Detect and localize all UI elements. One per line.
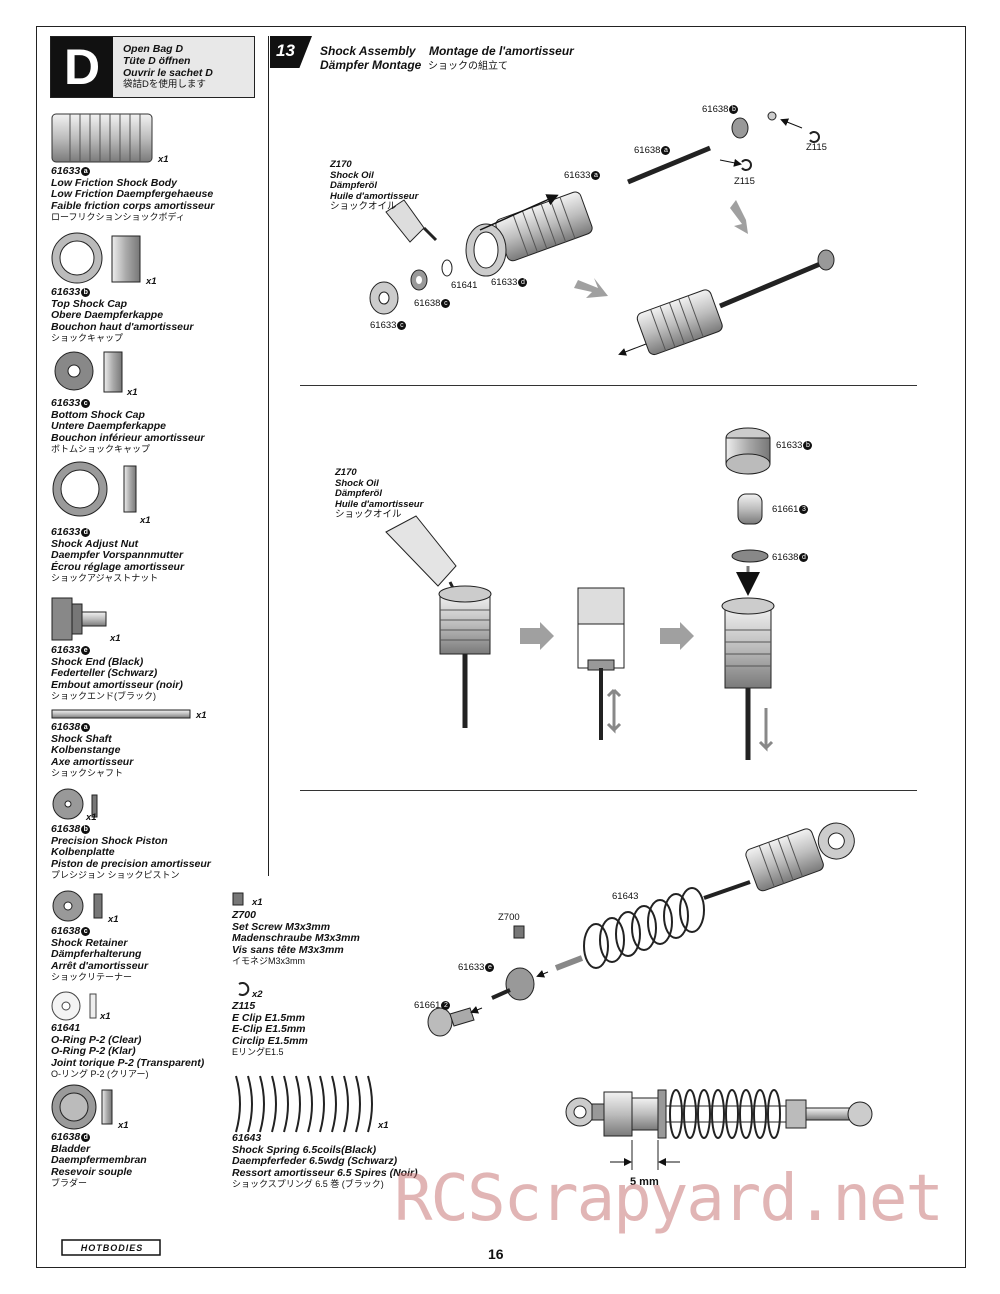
part-badge: b xyxy=(81,825,91,834)
piston-illustration xyxy=(52,788,98,820)
part-qty: x1 xyxy=(158,154,169,165)
callout: 61641 xyxy=(451,280,478,291)
page-frame xyxy=(36,26,966,1268)
callout: 61643 xyxy=(612,891,639,902)
part-badge: c xyxy=(81,399,91,408)
part-badge: a xyxy=(81,167,91,176)
shock-shaft-illustration xyxy=(51,709,191,719)
part-qty: x1 xyxy=(140,515,151,526)
set-screw-illustration xyxy=(232,892,244,906)
hardware-qty: x2 xyxy=(252,989,263,1000)
callout: Z115 xyxy=(806,142,827,153)
part-qty: x1 xyxy=(110,633,121,644)
bladder-illustration xyxy=(51,1084,113,1130)
part-badge: a xyxy=(81,723,91,732)
o-ring-illustration xyxy=(51,991,97,1021)
section-divider xyxy=(300,385,917,386)
callout: Z700 xyxy=(498,912,520,923)
bag-line-fr: Ouvrir le sachet D xyxy=(123,67,213,79)
section-divider xyxy=(300,790,917,791)
e-clip-illustration xyxy=(238,982,250,996)
step-oil-filling xyxy=(385,427,775,760)
part-qty: x1 xyxy=(108,914,119,925)
part-entry: 61641 O-Ring P-2 (Clear) O-Ring P-2 (Kla… xyxy=(51,1022,205,1079)
callout: Z115 xyxy=(734,176,755,187)
bag-line-de: Tüte D öffnen xyxy=(123,55,191,67)
shock-adjust-nut-illustration xyxy=(52,461,137,517)
bag-header: D Open Bag D Tüte D öffnen Ouvrir le sac… xyxy=(50,36,255,98)
part-qty: x1 xyxy=(146,276,157,287)
bag-instructions: Open Bag D Tüte D öffnen Ouvrir le sache… xyxy=(123,43,213,91)
page-number: 16 xyxy=(488,1246,504,1262)
part-badge: d xyxy=(81,1133,91,1142)
bag-line-jp: 袋詰Dを使用します xyxy=(123,79,206,90)
part-badge: b xyxy=(81,288,91,297)
oil-label: Z170 Shock Oil Dämpferöl Huile d'amortis… xyxy=(335,467,424,520)
step-title: Shock Assembly Montage de l'amortisseur … xyxy=(320,44,574,72)
step-spring-assembly xyxy=(427,822,873,1170)
hotbodies-logo: HOTBODIES xyxy=(80,1243,144,1253)
part-qty: x1 xyxy=(86,812,97,823)
dimension-label: 5 mm xyxy=(630,1176,659,1188)
part-badge: c xyxy=(81,927,91,936)
watermark: RCScrapyard.net xyxy=(394,1162,944,1236)
hardware-qty: x1 xyxy=(378,1120,389,1131)
step-top-assembly xyxy=(369,111,835,356)
part-qty: x1 xyxy=(118,1120,129,1131)
bag-line-en: Open Bag D xyxy=(123,43,184,55)
bottom-shock-cap-illustration xyxy=(54,351,123,393)
shock-retainer-illustration xyxy=(52,890,103,922)
hardware-entry: Z115 E Clip E1.5mm E-Clip E1.5mm Circlip… xyxy=(232,1000,308,1057)
hardware-entry: 61643 Shock Spring 6.5coils(Black) Daemp… xyxy=(232,1132,418,1189)
hardware-entry: Z700 Set Screw M3x3mm Madenschraube M3x3… xyxy=(232,909,360,966)
hotbodies-logo-box xyxy=(61,1239,161,1256)
bag-letter: D xyxy=(51,37,113,97)
part-badge: e xyxy=(81,646,91,655)
part-badge: d xyxy=(81,528,91,537)
part-qty: x1 xyxy=(127,387,138,398)
shock-body-illustration xyxy=(51,113,153,163)
oil-label: Z170 Shock Oil Dämpferöl Huile d'amortis… xyxy=(330,159,419,212)
shock-end-illustration xyxy=(51,597,107,641)
part-qty: x1 xyxy=(196,710,207,721)
spring-illustration xyxy=(235,1075,373,1133)
part-qty: x1 xyxy=(100,1011,111,1022)
hardware-qty: x1 xyxy=(252,897,263,908)
sidebar-divider xyxy=(268,36,269,876)
top-shock-cap-illustration xyxy=(51,232,141,284)
